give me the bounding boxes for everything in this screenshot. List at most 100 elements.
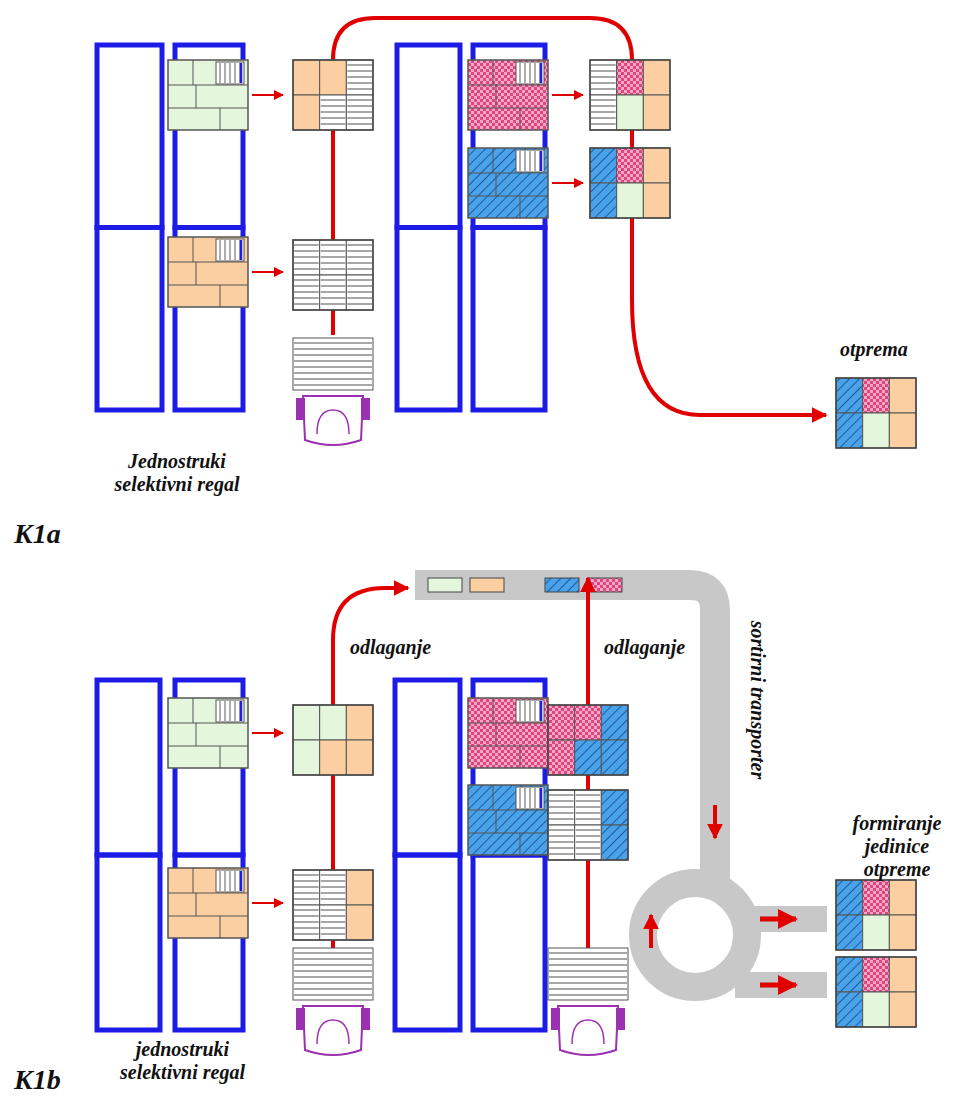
pallet-stripe	[321, 291, 346, 293]
carton-edge	[196, 85, 197, 108]
pallet-outline	[836, 957, 916, 1027]
pallet-stripe	[294, 262, 319, 264]
pallet-stripe	[321, 892, 346, 894]
carton	[548, 740, 575, 775]
carton-edge	[220, 916, 221, 938]
flow-arrow	[649, 915, 653, 948]
carton-edge	[220, 108, 221, 130]
carton-edge	[193, 237, 194, 262]
stored-pallet	[468, 60, 548, 130]
caption-label: K1b	[14, 1064, 61, 1096]
carton	[836, 915, 863, 950]
pallet-stripe	[321, 262, 346, 264]
pallet-side-line	[539, 63, 540, 83]
carton-edge	[168, 746, 248, 747]
pallet-stripe	[576, 794, 601, 796]
pallet-stripe	[347, 64, 372, 66]
pallet-side-line	[240, 871, 243, 891]
carton	[601, 825, 628, 860]
carton	[601, 705, 628, 740]
pallet-stripe	[294, 976, 372, 978]
pallet-side-line	[234, 63, 235, 83]
carton-on-conveyor	[470, 578, 504, 592]
pallet-stripe	[347, 262, 372, 264]
pallet-outline	[548, 705, 628, 775]
carton-edge	[168, 85, 248, 86]
empty-pallet	[548, 948, 628, 1000]
carton-edge	[520, 833, 521, 855]
pallet-stripe	[294, 372, 372, 374]
pallet-side-line	[240, 240, 243, 260]
transfer-arrow	[552, 182, 583, 184]
stored-pallet	[168, 868, 248, 938]
pallet-stripe	[294, 970, 372, 972]
carton-edge	[493, 148, 494, 173]
empty-pallet	[293, 338, 373, 390]
carton-edge	[193, 60, 194, 85]
pallet-stripe	[549, 806, 574, 808]
carton	[617, 148, 644, 183]
pallet-stripe	[321, 244, 346, 246]
pallet-side-line	[529, 151, 530, 171]
rack-frame	[473, 855, 545, 1030]
carton	[320, 705, 347, 740]
pallet-side-line	[239, 871, 240, 891]
empty-pallet	[293, 905, 320, 940]
pallet-side	[516, 150, 544, 172]
pallet-stripe	[294, 268, 319, 270]
pallet-stripe	[294, 303, 319, 305]
carton	[889, 378, 916, 413]
pallet-stripe	[294, 354, 372, 356]
pallet-stripe	[294, 348, 372, 350]
pallet-side	[516, 62, 544, 84]
empty-pallet	[346, 240, 373, 275]
truck-handle	[551, 1008, 560, 1030]
carton-edge	[520, 108, 521, 130]
pallet-side	[216, 700, 244, 722]
pallet-side-line	[240, 701, 243, 721]
pallet-side-line	[539, 151, 540, 171]
pallet-stripe	[549, 970, 627, 972]
pallet-outline	[590, 148, 670, 218]
pallet-side-line	[524, 788, 525, 808]
pallet-stripe	[347, 76, 372, 78]
pallet-side-line	[229, 701, 230, 721]
pallet-side-line	[529, 63, 530, 83]
carton	[617, 183, 644, 218]
carton-edge	[193, 698, 194, 723]
rack-frame	[97, 680, 160, 855]
pallet-outline	[836, 880, 916, 950]
truck-handle	[296, 398, 305, 420]
rack-frame	[395, 680, 460, 855]
pallet-stripe	[321, 303, 346, 305]
pallet-side-line	[229, 871, 230, 891]
pallet-stripe	[321, 99, 346, 101]
pallet-stripe	[321, 874, 346, 876]
carton	[346, 740, 373, 775]
pallet-side-line	[540, 788, 543, 808]
pallet-stripe	[576, 847, 601, 849]
pallet-side-line	[234, 240, 235, 260]
pallet-side	[516, 700, 544, 722]
pallet-stripe	[294, 250, 319, 252]
carton	[889, 880, 916, 915]
carton	[346, 705, 373, 740]
pallet-stripe	[321, 915, 346, 917]
pallet-stripe	[576, 829, 601, 831]
pallet-stripe	[294, 921, 319, 923]
flow-arrow	[760, 983, 796, 988]
pallet-side-line	[524, 151, 525, 171]
pallet-side-line	[239, 240, 240, 260]
pallet-stripe	[591, 70, 616, 72]
carton-edge	[520, 746, 521, 768]
pallet-side-line	[240, 63, 243, 83]
rack-frame	[97, 45, 162, 228]
carton	[643, 148, 670, 183]
pallet-stripe	[294, 279, 319, 281]
rack-frame	[97, 228, 162, 411]
conveyor-exit	[735, 972, 827, 998]
carton-on-conveyor	[545, 578, 579, 592]
pallet-stripe	[347, 297, 372, 299]
pallet-stripe	[321, 111, 346, 113]
pallet-stripe	[549, 988, 627, 990]
